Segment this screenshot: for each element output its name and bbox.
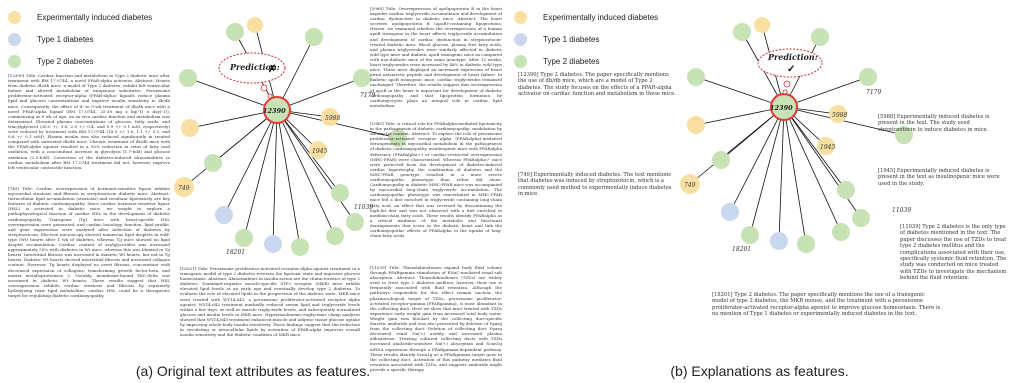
node-type2 bbox=[859, 68, 877, 86]
node-experimental bbox=[247, 17, 263, 33]
node-type2 bbox=[204, 154, 222, 172]
node-type2 bbox=[305, 28, 323, 46]
legend: Experimentally induced diabetes Type 1 d… bbox=[8, 6, 152, 72]
legend-item-type1: Type 1 diabetes bbox=[8, 28, 152, 50]
legend-item-type1: Type 1 diabetes bbox=[514, 28, 658, 50]
node-label-18201: 18201 bbox=[226, 249, 245, 256]
explanation-749: [749] Experimentally induced diabetes. T… bbox=[518, 172, 672, 198]
legend-item-experimental: Experimentally induced diabetes bbox=[8, 6, 152, 28]
caption-b: (b) Explanations as features. bbox=[670, 363, 849, 379]
text-749: [749] Title: Cardiac overexpression of h… bbox=[8, 186, 170, 298]
panel-explanations: Experimentally induced diabetes Type 1 d… bbox=[506, 0, 1013, 383]
legend-dot-type1 bbox=[514, 32, 527, 46]
legend-item-experimental: Experimentally induced diabetes bbox=[514, 6, 658, 28]
node-label-5988: 5988 bbox=[832, 112, 847, 119]
node-1945 bbox=[817, 137, 835, 155]
edges bbox=[183, 24, 399, 248]
node-18201 bbox=[770, 232, 788, 250]
graph-b: Prediction: ✓ 12390 5988 7179 1945 749 1… bbox=[680, 17, 913, 253]
nodes bbox=[174, 17, 407, 256]
node-label-11039: 11039 bbox=[354, 204, 373, 211]
node-type2 bbox=[797, 235, 815, 253]
node-11039 bbox=[852, 209, 870, 227]
explanation-12390: [12390] Type 2 diabetes. The paper speci… bbox=[518, 72, 676, 98]
node-label-5988: 5988 bbox=[325, 115, 340, 122]
node-type2 bbox=[291, 238, 309, 256]
legend-label: Experimentally induced diabetes bbox=[37, 12, 153, 22]
legend-dot-experimental bbox=[8, 10, 21, 24]
legend-dot-type2 bbox=[514, 54, 527, 68]
center-node-label: 12390 bbox=[263, 107, 286, 115]
text-11039: [11039] Title: Thiazolidinediones expand… bbox=[370, 265, 502, 372]
node-label-7179: 7179 bbox=[866, 89, 881, 96]
node-type2 bbox=[331, 184, 349, 202]
node-749 bbox=[181, 119, 199, 137]
node-type2 bbox=[687, 68, 705, 86]
prediction-label: Prediction: bbox=[229, 62, 280, 72]
legend-label: Experimentally induced diabetes bbox=[543, 12, 659, 22]
node-type2 bbox=[235, 229, 253, 247]
explanation-11039: [11039] Type 2 diabetes is the only type… bbox=[900, 224, 1007, 282]
text-1945: [1945] Title: A critical role for PPARal… bbox=[370, 121, 503, 239]
legend-label: Type 1 diabetes bbox=[37, 34, 94, 44]
node-type2 bbox=[733, 23, 751, 41]
node-type2 bbox=[741, 226, 759, 244]
node-type2 bbox=[837, 181, 855, 199]
legend-label: Type 2 diabetes bbox=[543, 56, 600, 66]
prediction-label: Prediction: bbox=[767, 52, 818, 62]
prediction-correct-icon: ✓ bbox=[787, 64, 795, 75]
prediction-wrong-icon: ✗ bbox=[268, 64, 276, 75]
caption-a: (a) Original text attributes as features… bbox=[135, 363, 371, 379]
node-label-1945: 1945 bbox=[312, 148, 327, 155]
node-experimental bbox=[687, 116, 705, 134]
node-type2 bbox=[832, 223, 850, 241]
node-type2 bbox=[179, 69, 197, 87]
node-label-1945: 1945 bbox=[820, 144, 835, 151]
legend-item-type2: Type 2 diabetes bbox=[514, 50, 658, 72]
node-label-18201: 18201 bbox=[732, 246, 751, 253]
explanation-1945: [1945] Experimentally induced diabetes i… bbox=[878, 168, 1000, 187]
prediction-cloud: Prediction: ✓ bbox=[757, 48, 823, 95]
legend-item-type2: Type 2 diabetes bbox=[8, 50, 152, 72]
node-11039 bbox=[346, 213, 364, 231]
node-type2 bbox=[226, 23, 244, 41]
text-5988: [5988] Title: Overexpression of apolipop… bbox=[370, 6, 502, 108]
node-label-11039: 11039 bbox=[892, 207, 911, 214]
text-18201: [18201] Title: Peroxisome proliferator-a… bbox=[180, 266, 360, 338]
nodes bbox=[680, 17, 913, 253]
center-node-label: 12390 bbox=[770, 104, 793, 112]
node-1945 bbox=[309, 141, 327, 159]
center-node bbox=[263, 96, 291, 124]
node-label-749: 749 bbox=[684, 182, 696, 189]
node-label-749: 749 bbox=[178, 185, 190, 192]
graph-a: Prediction: ✗ 12390 5988 7179 1945 749 1… bbox=[174, 17, 407, 256]
node-5988 bbox=[321, 108, 339, 126]
node-experimental bbox=[754, 17, 770, 33]
legend: Experimentally induced diabetes Type 1 d… bbox=[514, 6, 658, 72]
node-type1 bbox=[215, 206, 233, 224]
explanation-5988: [5988] Experimentally induced diabetes i… bbox=[878, 114, 990, 133]
legend-dot-type1 bbox=[8, 32, 21, 46]
node-749-label bbox=[174, 177, 194, 197]
legend-dot-experimental bbox=[514, 10, 527, 24]
node-type2 bbox=[895, 126, 913, 144]
legend-label: Type 2 diabetes bbox=[37, 56, 94, 66]
node-type1 bbox=[721, 203, 739, 221]
node-label-7179: 7179 bbox=[360, 92, 375, 99]
explanation-18201: [18201] Type 2 diabetes. The paper speci… bbox=[712, 292, 941, 318]
panel-original-text: Experimentally induced diabetes Type 1 d… bbox=[0, 0, 506, 383]
node-type2 bbox=[811, 28, 829, 46]
node-type2 bbox=[353, 69, 371, 87]
legend-label: Type 1 diabetes bbox=[543, 34, 600, 44]
node-7179 bbox=[389, 129, 407, 147]
text-12390: [12390] Title: Cardiac function and meta… bbox=[8, 73, 170, 170]
node-type2 bbox=[712, 151, 730, 169]
node-749 bbox=[680, 174, 700, 194]
node-5988 bbox=[829, 105, 847, 123]
prediction-cloud: Prediction: ✗ bbox=[218, 52, 286, 99]
legend-dot-type2 bbox=[8, 54, 21, 68]
node-type2 bbox=[326, 227, 344, 245]
node-18201 bbox=[264, 235, 282, 253]
